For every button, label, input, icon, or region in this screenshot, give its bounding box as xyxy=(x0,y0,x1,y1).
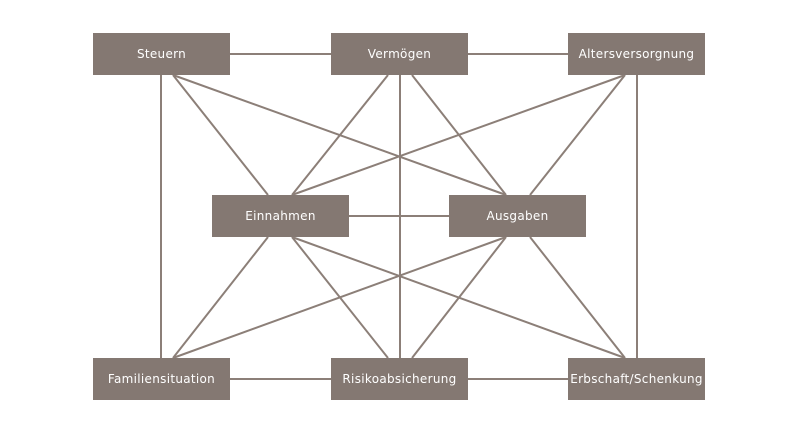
connector-altersversorgung-ausgaben xyxy=(529,74,626,196)
connector-steuern-einnahmen xyxy=(172,74,269,196)
connector-vermoegen-einnahmen xyxy=(291,74,389,196)
node-risikoabsicherung: Risikoabsicherung xyxy=(331,358,468,400)
node-ausgaben: Ausgaben xyxy=(449,195,586,237)
node-steuern: Steuern xyxy=(93,33,230,75)
node-erbschaft: Erbschaft/Schenkung xyxy=(568,358,705,400)
node-altersversorgung: Altersversorgnung xyxy=(568,33,705,75)
connector-ausgaben-risikoabsicherung xyxy=(411,236,507,359)
node-einnahmen: Einnahmen xyxy=(212,195,349,237)
connector-ausgaben-familiensituation xyxy=(172,236,507,359)
node-familiensituation: Familiensituation xyxy=(93,358,230,400)
node-vermoegen: Vermögen xyxy=(331,33,468,75)
connector-altersversorgung-einnahmen xyxy=(291,74,626,196)
connector-einnahmen-familiensituation xyxy=(172,236,269,359)
connector-ausgaben-erbschaft xyxy=(529,236,626,359)
